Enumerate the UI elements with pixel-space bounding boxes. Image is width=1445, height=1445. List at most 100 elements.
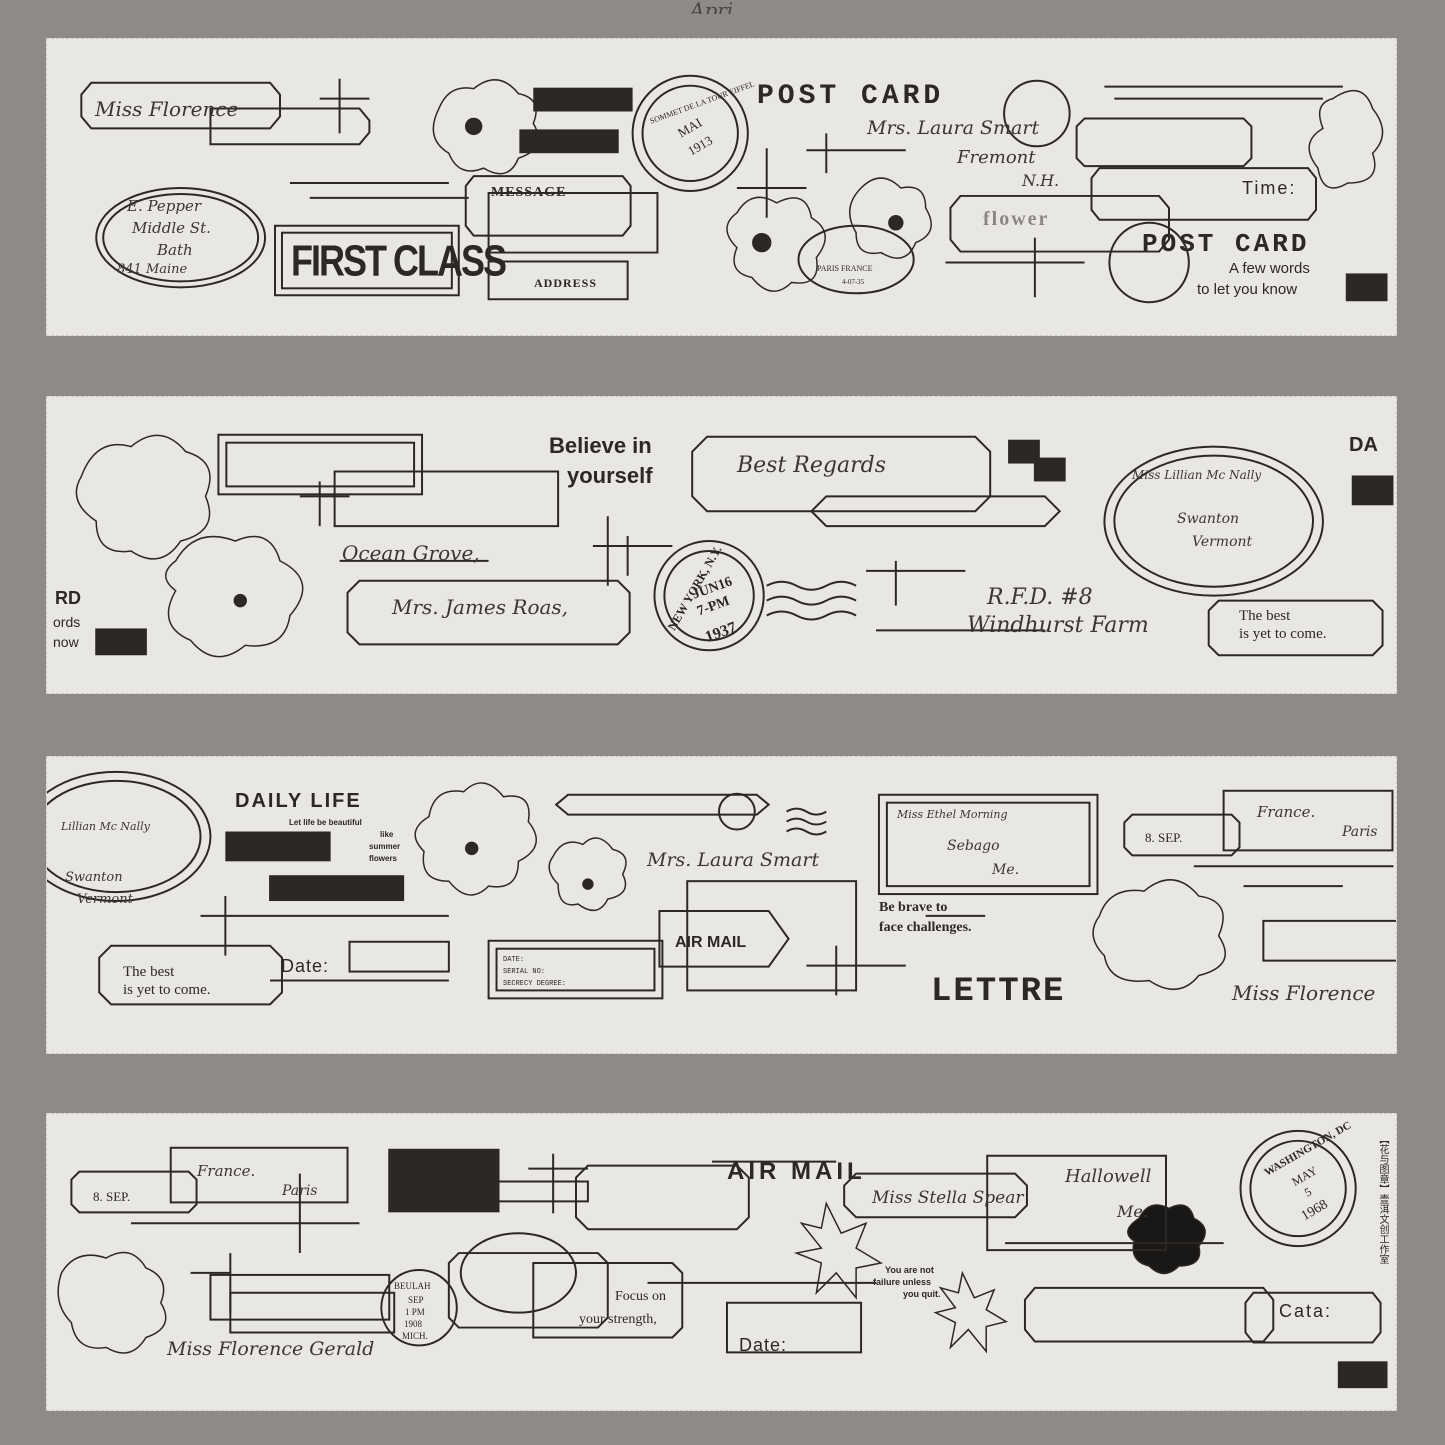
form-box bbox=[487, 939, 664, 1000]
france: France. bbox=[1257, 803, 1316, 821]
strip-2-art bbox=[75, 433, 1394, 658]
flower-drawing bbox=[432, 79, 1384, 292]
ocean-grove: Ocean Grove, bbox=[342, 541, 480, 565]
lillian-mc-nally: Lillian Mc Nally bbox=[61, 820, 150, 833]
cata-frame bbox=[1244, 1291, 1382, 1344]
mrs-james-roas: Mrs. James Roas, bbox=[392, 595, 569, 619]
flower-frame bbox=[949, 194, 1170, 253]
sep-date: 8. SEP. bbox=[93, 1189, 131, 1204]
paris: Paris bbox=[1342, 824, 1378, 840]
believe-line-1: Believe in bbox=[549, 433, 652, 458]
james-frame bbox=[346, 579, 631, 646]
best-line-1: The best bbox=[123, 964, 175, 980]
address-label: ADDRESS bbox=[534, 276, 598, 290]
blank-frame bbox=[574, 1164, 750, 1231]
post-card-title: POST CARD bbox=[757, 81, 945, 112]
form-serial: SERIAL NO: bbox=[503, 968, 546, 976]
ethel-line-1: Miss Ethel Morning bbox=[897, 808, 1008, 821]
washi-strip-4: 8. SEP. France. Paris AIR MAIL BEULAH SE… bbox=[46, 1113, 1397, 1411]
post-card-title-2: POST CARD bbox=[1142, 229, 1310, 259]
time-label: Time: bbox=[1242, 178, 1297, 198]
ny-stamp bbox=[653, 540, 765, 652]
date-frame bbox=[725, 1301, 863, 1354]
focus-frame bbox=[447, 1252, 609, 1329]
rd-fragment: RD bbox=[55, 588, 81, 608]
france: France. bbox=[197, 1162, 256, 1180]
windhurst-farm: Windhurst Farm bbox=[967, 613, 1149, 638]
form-secrecy: SECRECY DEGREE: bbox=[503, 980, 567, 988]
believe-line-2: yourself bbox=[567, 463, 653, 488]
lillian-oval bbox=[1103, 445, 1324, 597]
stella-frame bbox=[843, 1172, 1028, 1219]
sep-frame bbox=[70, 1170, 198, 1214]
label-frame bbox=[554, 793, 771, 816]
best-frame bbox=[98, 944, 283, 1006]
paris-stamp-date: 4-07-35 bbox=[842, 278, 865, 286]
beulah-stamp-name: BEULAH bbox=[394, 1281, 431, 1291]
date-box bbox=[348, 940, 450, 973]
best-regards: Best Regards bbox=[737, 453, 886, 478]
date-label: Date: bbox=[281, 956, 330, 976]
lillian-oval bbox=[47, 770, 212, 903]
paris-france-stamp: PARIS FRANCE bbox=[817, 264, 873, 273]
rfd: R.F.D. #8 bbox=[987, 585, 1093, 610]
mrs-laura-smart: Mrs. Laura Smart bbox=[867, 117, 1040, 139]
miss-lillian: Miss Lillian Mc Nally bbox=[1132, 468, 1262, 482]
vertical-brand-label: 【花与图章】壹洱文创工作室 bbox=[1377, 1134, 1388, 1264]
label-frame bbox=[80, 81, 281, 130]
ethel-line-2: Sebago bbox=[947, 838, 1000, 854]
ethel-line-3: Me. bbox=[992, 862, 1020, 878]
mrs-laura-smart: Mrs. Laura Smart bbox=[647, 849, 820, 871]
date-label: Date: bbox=[739, 1335, 788, 1355]
lettre-title: LETTRE bbox=[931, 973, 1066, 1011]
form-date: DATE: bbox=[503, 956, 525, 964]
ords-fragment: ords bbox=[53, 614, 81, 630]
sep-frame bbox=[1123, 813, 1241, 857]
beulah-stamp bbox=[380, 1268, 458, 1347]
sep-date: 8. SEP. bbox=[1145, 830, 1183, 845]
air-mail-title: AIR MAIL bbox=[727, 1158, 866, 1185]
address-line-3: Bath bbox=[157, 241, 193, 259]
nh: N.H. bbox=[1022, 171, 1060, 190]
strip-4-art bbox=[57, 1129, 1388, 1389]
daily-sub-3: summer bbox=[369, 842, 401, 851]
paris-oval bbox=[797, 224, 915, 295]
top-script-fragment: Apri bbox=[690, 0, 734, 14]
miss-florence-script: Miss Florence bbox=[95, 97, 239, 121]
failure-line-2: failure unless bbox=[873, 1277, 932, 1287]
best-line-1: The best bbox=[1239, 608, 1291, 624]
swanton: Swanton bbox=[1177, 511, 1240, 527]
daily-sub-1: Let life be beautiful bbox=[289, 818, 362, 827]
washi-strip-2: Believe in yourself Ocean Grove, Mrs. Ja… bbox=[46, 396, 1397, 694]
few-words-line-2: to let you know bbox=[1197, 281, 1298, 298]
ethel-frame bbox=[877, 793, 1099, 896]
beulah-stamp-sep: SEP bbox=[408, 1295, 424, 1305]
best-line-2: is yet to come. bbox=[1239, 626, 1327, 642]
focus-line-2: your strength, bbox=[579, 1312, 657, 1327]
miss-florence: Miss Florence bbox=[1232, 981, 1376, 1005]
address-line-2: Middle St. bbox=[132, 219, 211, 237]
france-frame bbox=[169, 1146, 349, 1204]
air-mail-label: AIR MAIL bbox=[675, 934, 747, 951]
first-class-text: FIRST CLASS bbox=[291, 235, 507, 285]
address-oval bbox=[95, 187, 267, 289]
hallowell-frame bbox=[986, 1154, 1167, 1252]
vermont: Vermont bbox=[1192, 534, 1253, 550]
daily-sub-4: flowers bbox=[369, 854, 398, 863]
focus-line-1: Focus on bbox=[615, 1289, 666, 1304]
da-fragment: DA bbox=[1349, 434, 1378, 456]
brave-line-1: Be brave to bbox=[879, 900, 948, 915]
fremont: Fremont bbox=[957, 147, 1036, 168]
beulah-stamp-state: MICH. bbox=[402, 1331, 428, 1341]
beulah-stamp-pm: 1 PM bbox=[405, 1307, 425, 1317]
flower-drawing bbox=[75, 434, 304, 658]
best-line-2: is yet to come. bbox=[123, 982, 211, 998]
paris: Paris bbox=[282, 1183, 318, 1199]
message-frame bbox=[464, 175, 632, 237]
best-regards-frame bbox=[691, 435, 992, 513]
flower-drawing bbox=[414, 782, 1227, 990]
failure-line-3: you quit. bbox=[903, 1289, 941, 1299]
france-frame bbox=[1222, 789, 1394, 852]
brave-line-2: face challenges. bbox=[879, 920, 972, 935]
now-fragment: now bbox=[53, 634, 79, 650]
